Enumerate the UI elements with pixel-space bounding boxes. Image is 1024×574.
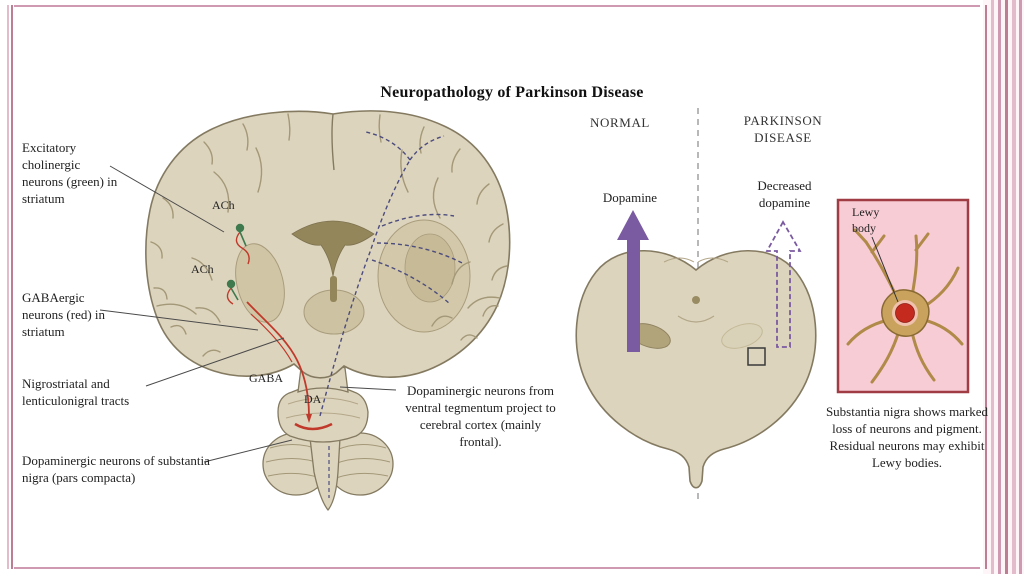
- label-ach-lower: ACh: [191, 262, 214, 276]
- coronal-brain-section: [145, 110, 511, 379]
- inset-sample-square: [747, 347, 766, 366]
- frame-stripe: [985, 5, 987, 569]
- label-gaba: GABA: [249, 371, 284, 385]
- header-parkinson-disease: PARKINSON DISEASE: [743, 113, 823, 146]
- nigrostriatal-tract-red: [226, 231, 333, 431]
- label-decreased-dopamine: Decreased dopamine: [757, 178, 812, 211]
- frame-stripe: [1019, 0, 1022, 574]
- cortical-sulci: [150, 113, 508, 357]
- dopaminergic-projections-dashed: [319, 131, 465, 498]
- frame-stripe: [998, 0, 1001, 574]
- dopamine-arrow-dashed: [765, 220, 802, 348]
- dopamine-arrow-solid: [617, 210, 649, 352]
- frame-bottom-border: [14, 567, 980, 569]
- frame-top-border: [14, 5, 980, 7]
- label-gabaergic: GABAergic neurons (red) in striatum: [22, 290, 106, 340]
- frame-left-inner-line: [11, 5, 13, 569]
- label-dopamine: Dopamine: [602, 190, 658, 205]
- diagram-title: Neuropathology of Parkinson Disease: [380, 84, 644, 101]
- label-lewy-body: Lewy body: [852, 205, 880, 235]
- header-normal: NORMAL: [590, 115, 650, 130]
- frame-stripe: [1012, 0, 1016, 574]
- frame-stripe: [991, 0, 994, 574]
- lewy-body-leader: [871, 236, 899, 303]
- lewy-body: [895, 303, 915, 323]
- label-dopaminergic-sn: Dopaminergic neurons of substantia nigra…: [22, 453, 210, 486]
- lewy-body-inset: [836, 198, 970, 394]
- leader-lines: [99, 165, 397, 463]
- label-nigrostriatal: Nigrostriatal and lenticulonigral tracts: [22, 376, 130, 409]
- frame-left-outer-line: [7, 5, 9, 569]
- frame-right-stripes: [983, 0, 1024, 574]
- label-excitatory-cholinergic: Excitatory cholinergic neurons (green) i…: [22, 140, 118, 207]
- label-da: DA: [304, 392, 322, 406]
- frame-stripe: [1005, 0, 1008, 574]
- label-ach-upper: ACh: [212, 198, 235, 212]
- label-dopaminergic-vt: Dopaminergic neurons from ventral tegmen…: [405, 383, 556, 450]
- midbrain-section: [575, 249, 817, 489]
- cholinergic-neurons-green: [226, 223, 247, 301]
- substantia-nigra-depigmented: [721, 323, 763, 349]
- caption-substantia-nigra: Substantia nigra shows marked loss of ne…: [825, 404, 989, 471]
